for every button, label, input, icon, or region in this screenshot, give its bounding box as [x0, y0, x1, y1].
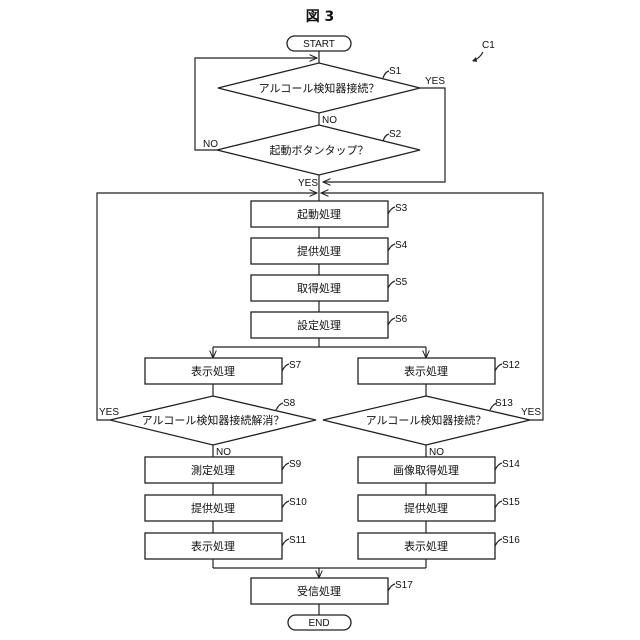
reference-label: C1: [482, 40, 495, 51]
figure-title: 図 3: [306, 9, 335, 25]
step-id-s7: S7: [289, 360, 302, 371]
step-id-s9: S9: [289, 459, 302, 470]
decision-s8-text: アルコール検知器接続解消？: [142, 413, 285, 427]
step-id-s10: S10: [289, 497, 307, 508]
process-s16-text: 表示処理: [404, 539, 448, 553]
s11-leader: [282, 539, 289, 546]
end-label: END: [308, 618, 329, 629]
step-id-s13: S13: [495, 398, 513, 409]
s12-leader: [495, 364, 502, 371]
step-id-s5: S5: [395, 277, 408, 288]
s2-yes-label: YES: [298, 178, 318, 189]
step-id-s15: S15: [502, 497, 520, 508]
step-id-s12: S12: [502, 360, 520, 371]
process-s7-text: 表示処理: [191, 364, 235, 378]
step-id-s4: S4: [395, 240, 408, 251]
reference-arrowhead: [472, 57, 477, 62]
s10-leader: [282, 501, 289, 508]
step-id-s2: S2: [389, 129, 402, 140]
process-s15-text: 提供処理: [404, 501, 448, 515]
s2-no-label: NO: [203, 139, 218, 150]
start-label: START: [303, 39, 335, 50]
step-id-s17: S17: [395, 580, 413, 591]
process-s14-text: 画像取得処理: [393, 464, 459, 477]
process-s4-text: 提供処理: [297, 244, 341, 258]
s1-yes-label: YES: [425, 76, 445, 87]
s7-leader: [282, 364, 289, 371]
step-id-s3: S3: [395, 203, 408, 214]
s8-leader: [276, 403, 283, 410]
process-s11-text: 表示処理: [191, 539, 235, 553]
process-s10-text: 提供処理: [191, 501, 235, 515]
decision-s1-text: アルコール検知器接続？: [259, 81, 380, 95]
s14-leader: [495, 463, 502, 470]
process-s9-text: 測定処理: [191, 463, 235, 477]
s1-no-label: NO: [322, 115, 337, 126]
s9-leader: [282, 463, 289, 470]
process-s17-text: 受信処理: [297, 585, 341, 598]
step-id-s11: S11: [289, 535, 306, 546]
process-s6-text: 設定処理: [297, 318, 341, 332]
step-id-s8: S8: [283, 398, 296, 409]
s6-leader: [388, 318, 395, 325]
decision-s13-text: アルコール検知器接続？: [366, 413, 487, 427]
decision-s2-text: 起動ボタンタップ？: [270, 143, 369, 157]
step-id-s1: S1: [389, 66, 402, 77]
process-s3-text: 起動処理: [297, 207, 341, 221]
step-id-s14: S14: [502, 459, 520, 470]
step-id-s6: S6: [395, 314, 408, 325]
s8-yes-label: YES: [99, 407, 119, 418]
s15-leader: [495, 501, 502, 508]
s3-leader: [388, 207, 395, 214]
s13-yes-label: YES: [521, 407, 541, 418]
process-s12-text: 表示処理: [404, 364, 448, 378]
s4-leader: [388, 244, 395, 251]
s16-leader: [495, 539, 502, 546]
step-id-s16: S16: [502, 535, 520, 546]
s5-leader: [388, 281, 395, 288]
process-s5-text: 取得処理: [297, 282, 341, 295]
s17-leader: [388, 584, 395, 591]
